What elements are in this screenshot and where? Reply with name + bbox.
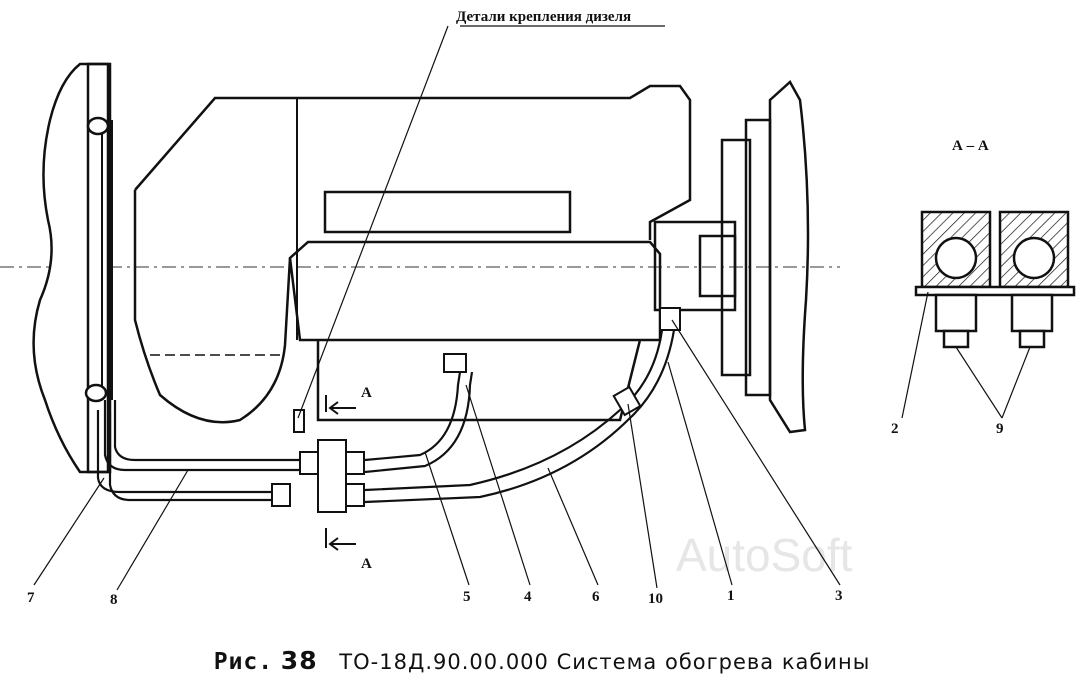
figure-caption: Рис. 38 ТО-18Д.90.00.000 Система обогрев… [0, 646, 1084, 675]
part-number-7: 7 [27, 590, 35, 606]
figure-prefix: Рис. [213, 649, 274, 675]
top-label-leader [297, 25, 449, 419]
part-number-1: 1 [727, 588, 735, 604]
section-marker-top: А [361, 385, 372, 401]
heater-pipes [96, 329, 676, 504]
section-title: А – А [952, 138, 989, 154]
section-part-number-9: 9 [996, 421, 1004, 437]
radiator [32, 62, 113, 474]
flywheel-housing [653, 80, 810, 434]
part-number-8: 8 [110, 592, 118, 608]
section-part-number-2: 2 [891, 421, 899, 437]
top-label: Детали крепления дизеля [456, 9, 631, 25]
section-marker-line [325, 395, 356, 551]
part-number-3: 3 [835, 588, 843, 604]
part-number-6: 6 [592, 589, 600, 605]
watermark: AutoSoft [676, 529, 853, 581]
section-view [914, 210, 1076, 349]
section-marker-bottom: А [361, 556, 372, 572]
part-number-5: 5 [463, 589, 471, 605]
engine-block [133, 84, 692, 424]
part-number-4: 4 [524, 589, 532, 605]
leader-lines [33, 291, 1031, 591]
figure-number: 38 [280, 646, 318, 675]
figure-title: ТО-18Д.90.00.000 Система обогрева кабины [339, 650, 871, 674]
part-number-10: 10 [648, 591, 663, 607]
